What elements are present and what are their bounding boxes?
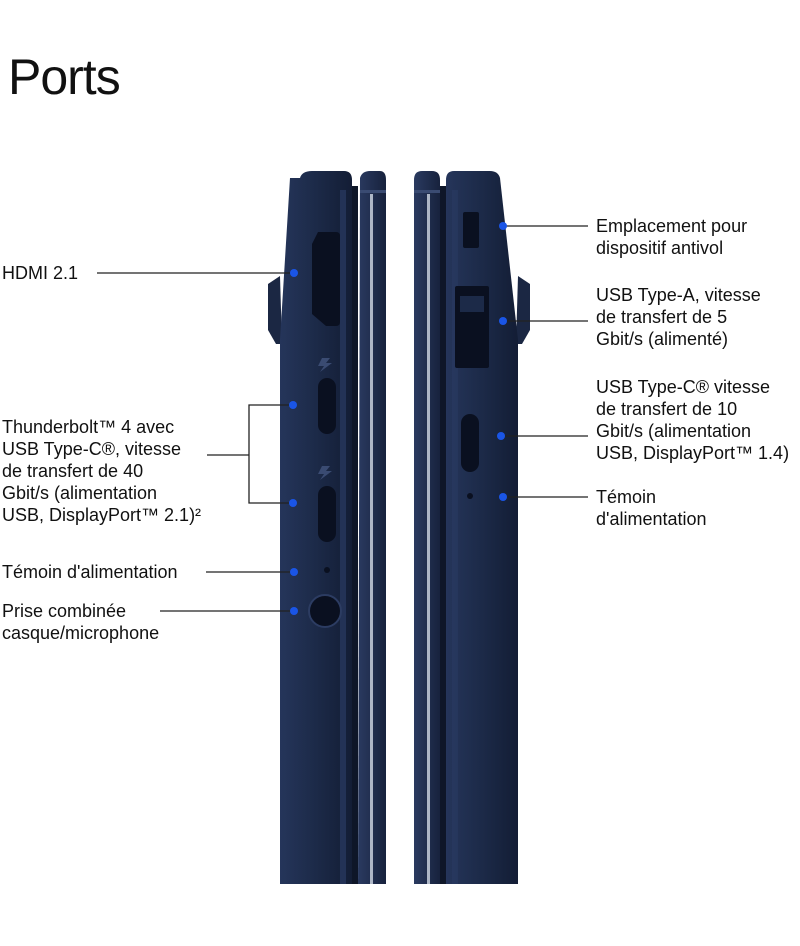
right-laptop-profile <box>414 171 530 884</box>
label-usb-a: USB Type-A, vitesse de transfert de 5 Gb… <box>596 285 761 349</box>
hdmi-port <box>312 232 340 326</box>
label-lock-slot: Emplacement pour dispositif antivol <box>596 216 748 258</box>
callout-dot-hdmi <box>290 269 298 277</box>
lightning-bolt-icon <box>318 358 332 372</box>
callout-dot-audio-jack <box>290 607 298 615</box>
left-laptop-profile <box>268 171 386 884</box>
power-led-right <box>467 493 473 499</box>
security-lock-slot <box>463 212 479 248</box>
callout-dots <box>289 222 507 615</box>
label-usb-c: USB Type-C® vitesse de transfert de 10 G… <box>596 377 790 463</box>
callout-dot-thunderbolt-1 <box>289 401 297 409</box>
callout-dot-usb-a <box>499 317 507 325</box>
callout-dot-power-led-right <box>499 493 507 501</box>
callout-dot-thunderbolt-2 <box>289 499 297 507</box>
usb-c-port <box>461 414 479 472</box>
power-led-left <box>324 567 330 573</box>
lightning-bolt-icon <box>318 466 332 480</box>
label-hdmi: HDMI 2.1 <box>2 263 79 283</box>
label-audio-jack: Prise combinée casque/microphone <box>2 601 160 643</box>
label-thunderbolt: Thunderbolt™ 4 avec USB Type-C®, vitesse… <box>2 417 202 525</box>
audio-jack-port <box>309 595 341 627</box>
callout-dot-power-led-left <box>290 568 298 576</box>
label-power-led-left: Témoin d'alimentation <box>2 562 178 582</box>
callout-dot-lock-slot <box>499 222 507 230</box>
thunderbolt-port-1 <box>318 378 336 434</box>
thunderbolt-port-2 <box>318 486 336 542</box>
page-title: Ports <box>8 49 121 105</box>
label-power-led-right: Témoin d'alimentation <box>596 487 707 529</box>
leader-lines <box>97 225 588 612</box>
callout-dot-usb-c <box>497 432 505 440</box>
